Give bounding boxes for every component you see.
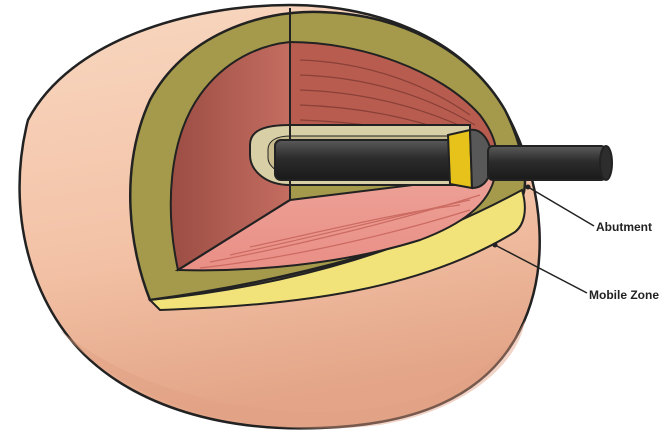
mobile-zone-label: Mobile Zone xyxy=(589,288,659,302)
connector-end xyxy=(600,146,612,180)
abutment-label: Abutment xyxy=(596,220,652,234)
connector-rod xyxy=(488,146,606,180)
abutment-ring xyxy=(448,130,472,188)
implant-fixture xyxy=(275,140,465,180)
